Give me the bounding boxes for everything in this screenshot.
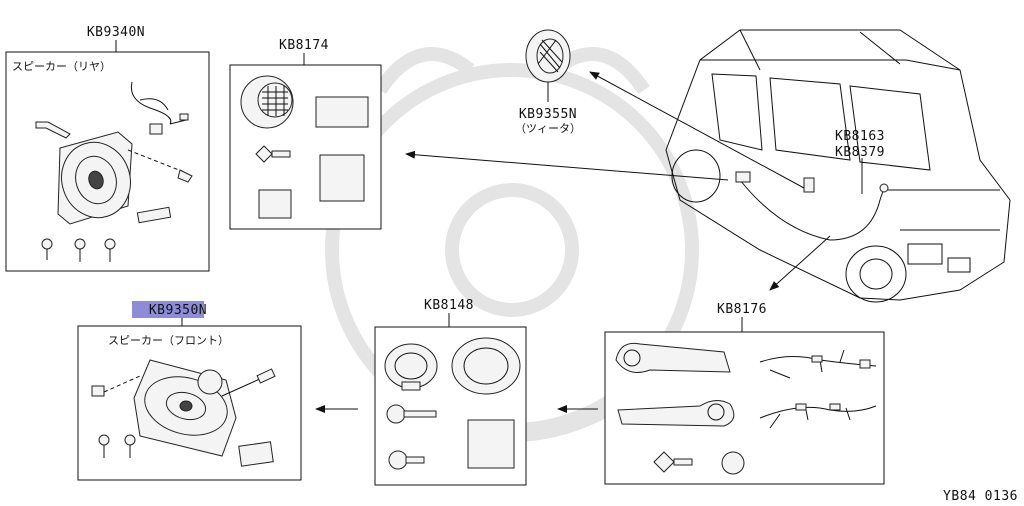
rear-screws-icon <box>41 238 116 262</box>
top-kit-code[interactable]: KB8174 <box>279 38 329 53</box>
rear-speaker-name: スピーカー（リヤ） <box>12 60 111 73</box>
tweeter-group: KB9355N （ツィータ） <box>515 29 581 135</box>
adapter-screw-icon <box>386 404 437 424</box>
rear-speaker-wire-icon <box>130 81 189 135</box>
harness-upper-icon <box>759 349 877 379</box>
pad-large-icon <box>319 154 365 202</box>
arrow-to-tweeter <box>589 71 805 189</box>
front-speaker-code[interactable]: KB9350N <box>149 303 207 318</box>
harness-kit-code[interactable]: KB8176 <box>717 302 767 317</box>
adapter-pad-icon <box>467 419 515 469</box>
front-speaker-group: KB9350N スピーカー（フロント） <box>77 301 302 481</box>
adapter-plate-icon <box>451 337 521 395</box>
rear-speaker-icon <box>57 131 133 225</box>
vehicle-illustration <box>665 29 1011 303</box>
harness-lower-icon <box>759 403 877 429</box>
seal-pad-icon <box>136 206 172 224</box>
adapter-kit-group: KB8148 <box>374 298 527 486</box>
grille-icon <box>240 75 294 129</box>
adapter-bolt-icon <box>388 450 425 470</box>
tweeter-code[interactable]: KB9355N <box>519 107 577 122</box>
harness-kit-group: KB8176 <box>604 302 885 485</box>
tweeter-name: （ツィータ） <box>515 122 581 135</box>
front-seal-pad-icon <box>238 441 274 467</box>
arrow-to-harness-kit <box>769 235 831 291</box>
door-trim-upper-icon <box>615 342 731 373</box>
leader-arrows <box>315 71 831 413</box>
grommet-icon <box>721 451 745 475</box>
pad-icon <box>315 96 369 128</box>
drawing-id: YB84 0136 <box>943 489 1018 504</box>
rear-speaker-code[interactable]: KB9340N <box>87 25 145 40</box>
front-speaker-icon <box>133 359 237 457</box>
kit-screw-icon <box>255 145 291 163</box>
harness-code-1[interactable]: KB8163 <box>835 129 885 144</box>
top-kit-group: KB8174 <box>229 38 382 230</box>
arrow-to-top-kit <box>405 150 729 181</box>
door-trim-lower-icon <box>617 400 735 427</box>
front-speaker-wire <box>221 377 263 397</box>
harness-screw-icon <box>653 451 693 473</box>
highlight-marker <box>132 301 204 318</box>
screw-icon <box>177 169 193 183</box>
harness-code-2[interactable]: KB8379 <box>835 145 885 160</box>
adapter-kit-code[interactable]: KB8148 <box>424 298 474 313</box>
clip-icon <box>35 121 71 139</box>
front-screw-icon <box>91 385 105 397</box>
rear-speaker-group: KB9340N スピーカー（リヤ） <box>5 25 210 272</box>
adapter-ring-icon <box>384 343 438 391</box>
front-speaker-name: スピーカー（フロント） <box>108 334 229 347</box>
front-screws-icon <box>98 434 136 458</box>
pad-small-icon <box>258 189 292 219</box>
